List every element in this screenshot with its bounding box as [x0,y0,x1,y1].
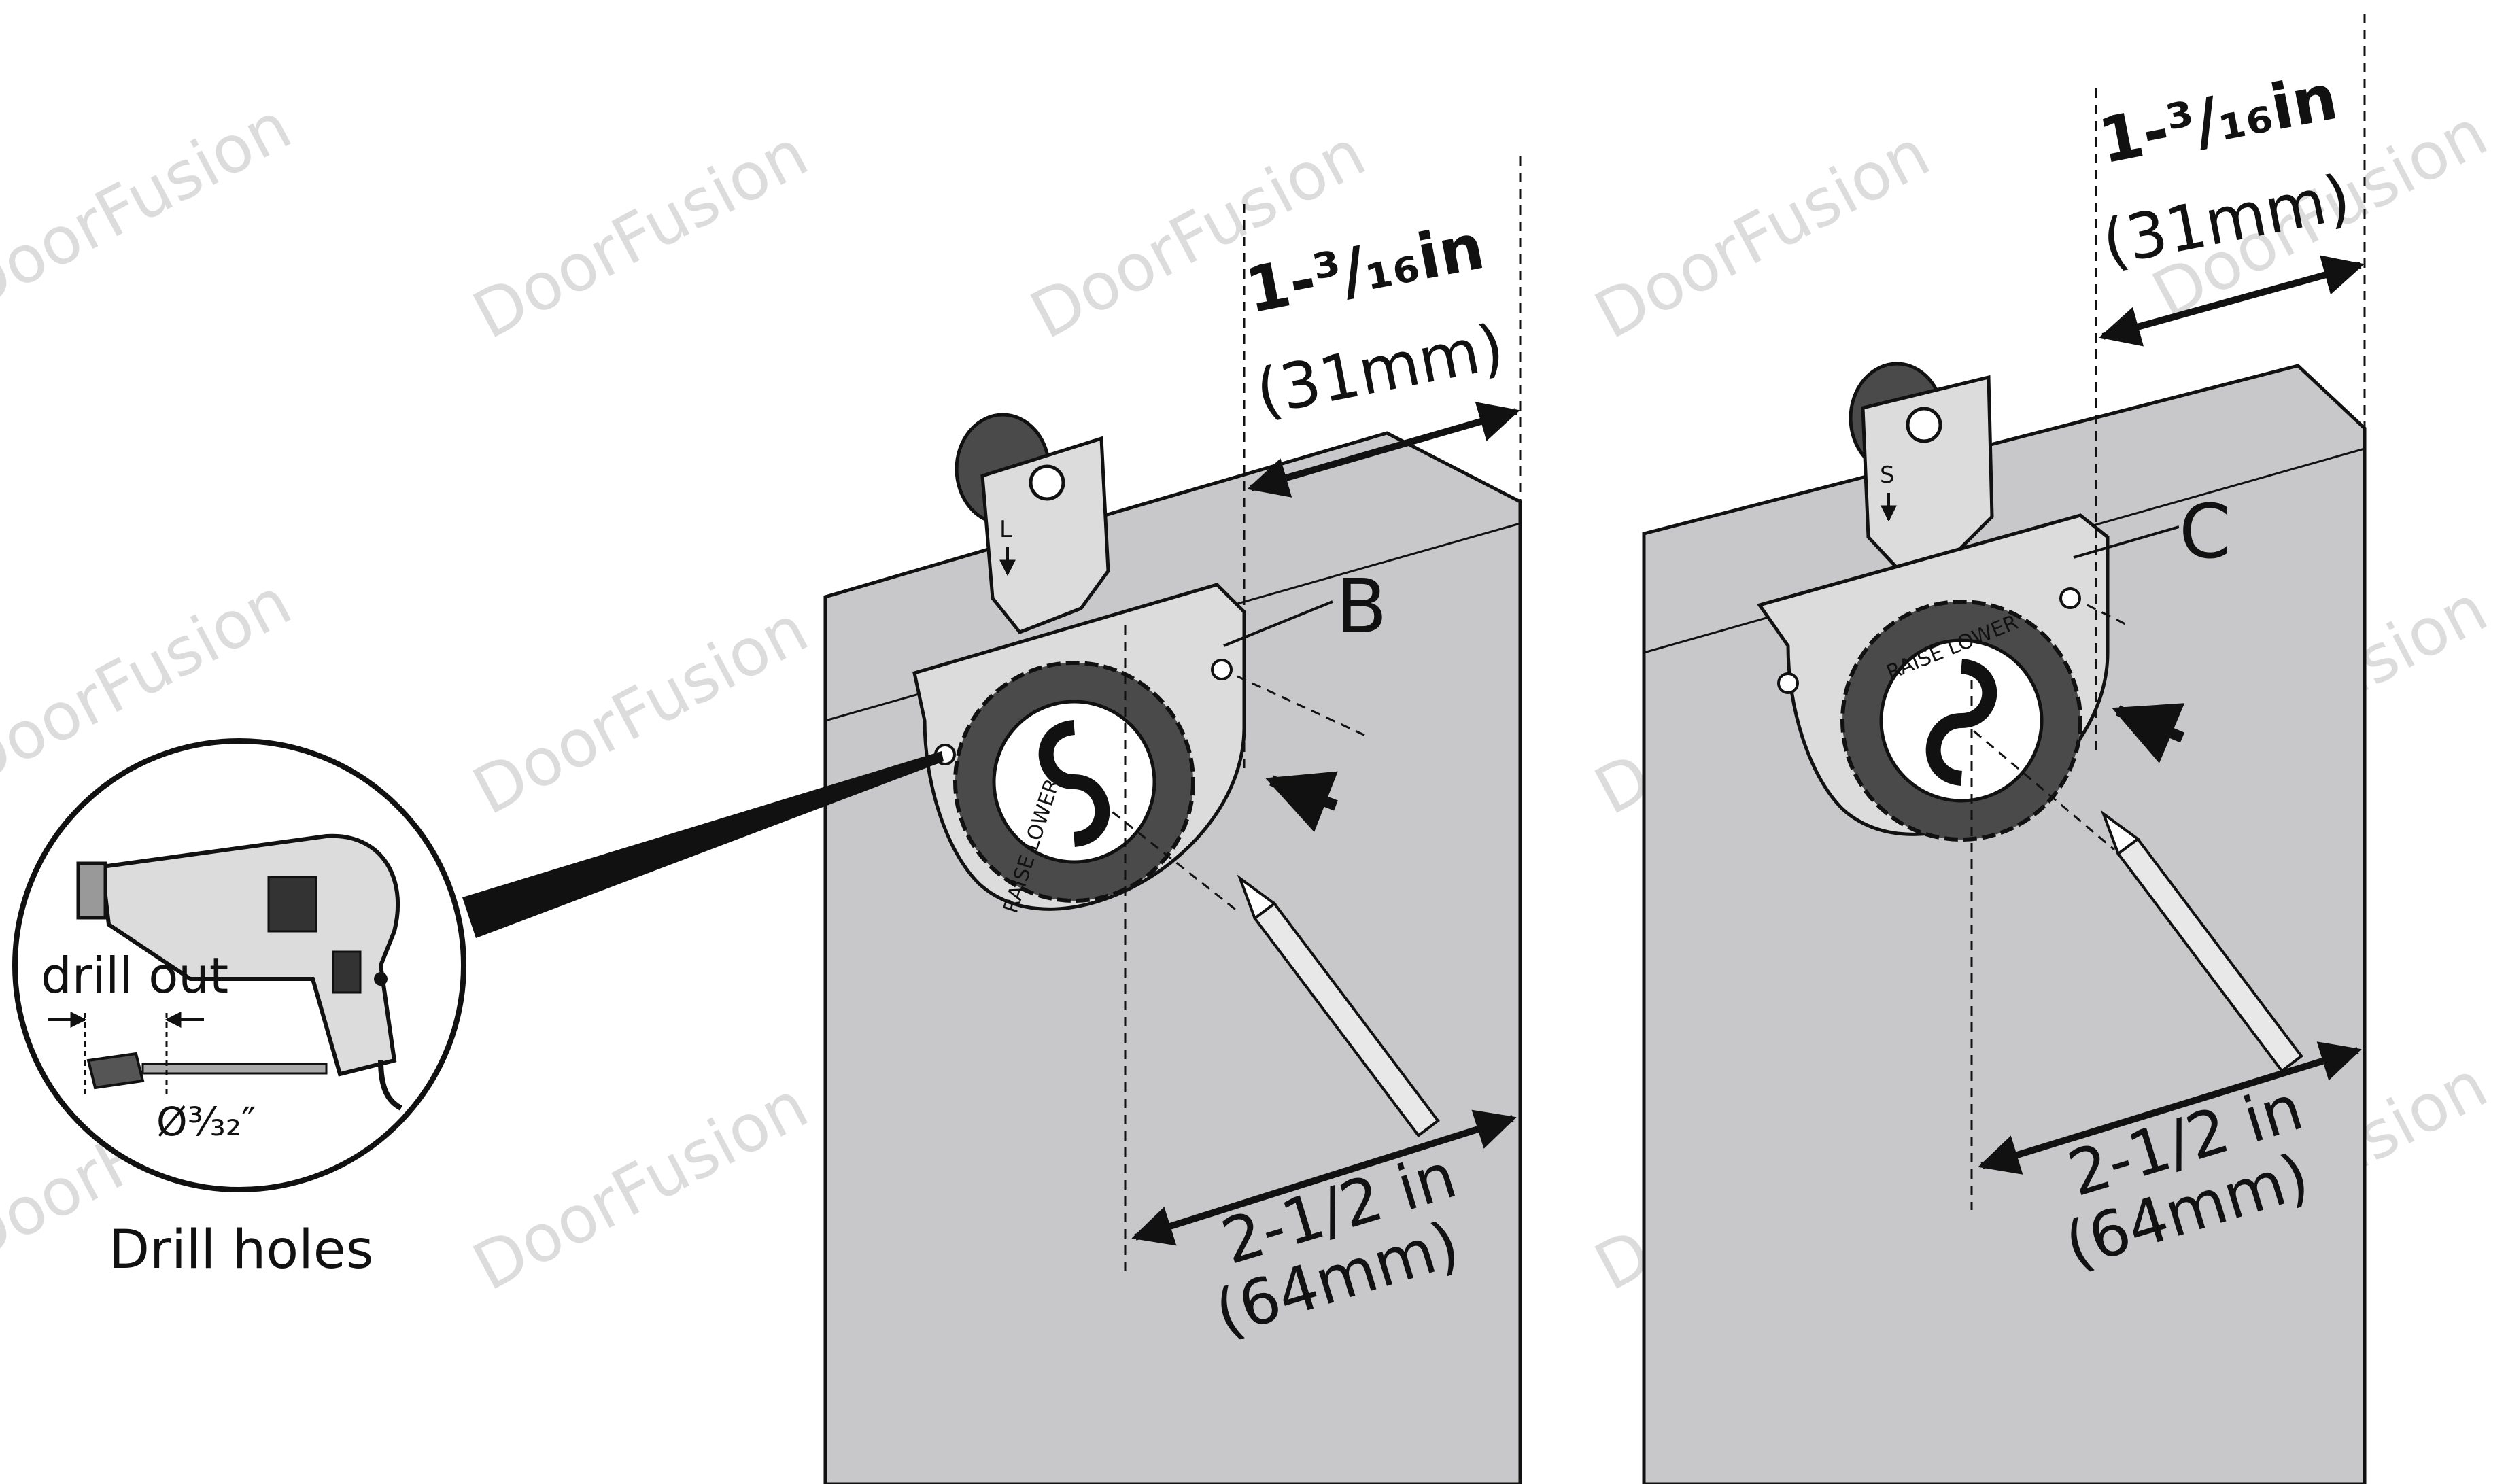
dimension-arrow-icon [1131,1109,1517,1246]
top-dimension-imperial: 1-³/₁₆in [2093,61,2344,178]
watermark: DoorFusion [461,115,820,353]
drill-out-label: drill out [41,947,228,1004]
watermark: DoorFusion [461,1067,820,1305]
guide-line [1074,780,1238,912]
bit-size-label: Ø³⁄₃₂″ [156,1099,256,1145]
guide-line [1961,719,2115,851]
bracket-mark: L [999,516,1012,543]
callout-b: B [1336,563,1387,650]
callout-leader [1223,600,1333,647]
door-panel-right [1642,364,2367,1484]
guide-line [1237,675,1371,739]
pencil-icon [1237,874,1440,1138]
drill-bit-icon [86,1052,328,1090]
mounting-hole [1777,672,1799,694]
bracket-hole [1029,464,1065,501]
dimension-arrow-icon [2099,255,2365,347]
door-panel-left [823,431,1522,1484]
watermark: DoorFusion [461,591,820,829]
bracket-hole [1906,407,1942,443]
insert-arrow-icon [2112,703,2185,763]
dimension-arrow-icon [1247,402,1520,498]
mounting-hole [1211,659,1233,680]
right-roller-assembly: S RAISE LOWER C 1-³/₁₆in (31mm) 2-1/2 in… [1756,14,2366,1282]
left-roller-assembly: L RAISE LOWER B 1-³/₁₆in (31mm) 2-1 [912,156,1522,1350]
top-bracket [980,436,1110,634]
mounting-hole [2059,587,2081,609]
guide-line [2087,604,2129,627]
callout-leader [2073,525,2180,559]
watermark: DoorFusion [1583,115,1942,353]
bracket-mark: S [1880,462,1895,489]
dimension-arrow-icon [1978,1041,2362,1175]
insert-arrow-icon [1265,771,1338,833]
top-dimension-metric: (31mm) [1250,310,1510,429]
watermark: DoorFusion [1018,115,1377,353]
watermark: DoorFusion [0,88,303,326]
inset-caption: Drill holes [109,1220,373,1281]
drill-icon [76,833,402,1111]
drill-inset: drill out Ø³⁄₃₂″ Drill holes [12,738,944,1281]
callout-c: C [2179,488,2231,575]
inset-pointer [462,751,944,938]
